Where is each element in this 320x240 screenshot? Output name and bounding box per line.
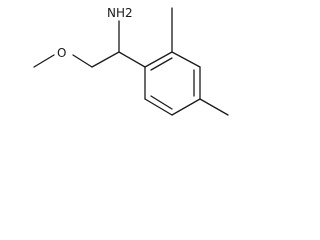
bond-alpha-to-methylene [91,51,120,68]
bond-oxygen-to-methyl [33,54,55,68]
ring-bond-1 [144,51,173,68]
side-chain [33,20,146,68]
bond-ring-to-alpha-carbon [118,51,146,68]
methyl-substituents [171,7,229,116]
ether-oxygen-label: O [57,46,66,60]
methyl-bond-para [199,98,229,116]
molecule-structure-diagram: NH2 O [33,6,229,116]
bond-methylene-to-oxygen [72,54,93,68]
ring-bond-2 [171,51,201,68]
ring-bond-4 [171,98,201,116]
amine-label: NH2 [107,6,133,20]
benzene-ring [144,51,201,116]
ring-double-bond-inner-3 [150,95,173,110]
ring-double-bond-inner-1 [150,57,173,71]
ring-bond-5 [144,98,173,116]
